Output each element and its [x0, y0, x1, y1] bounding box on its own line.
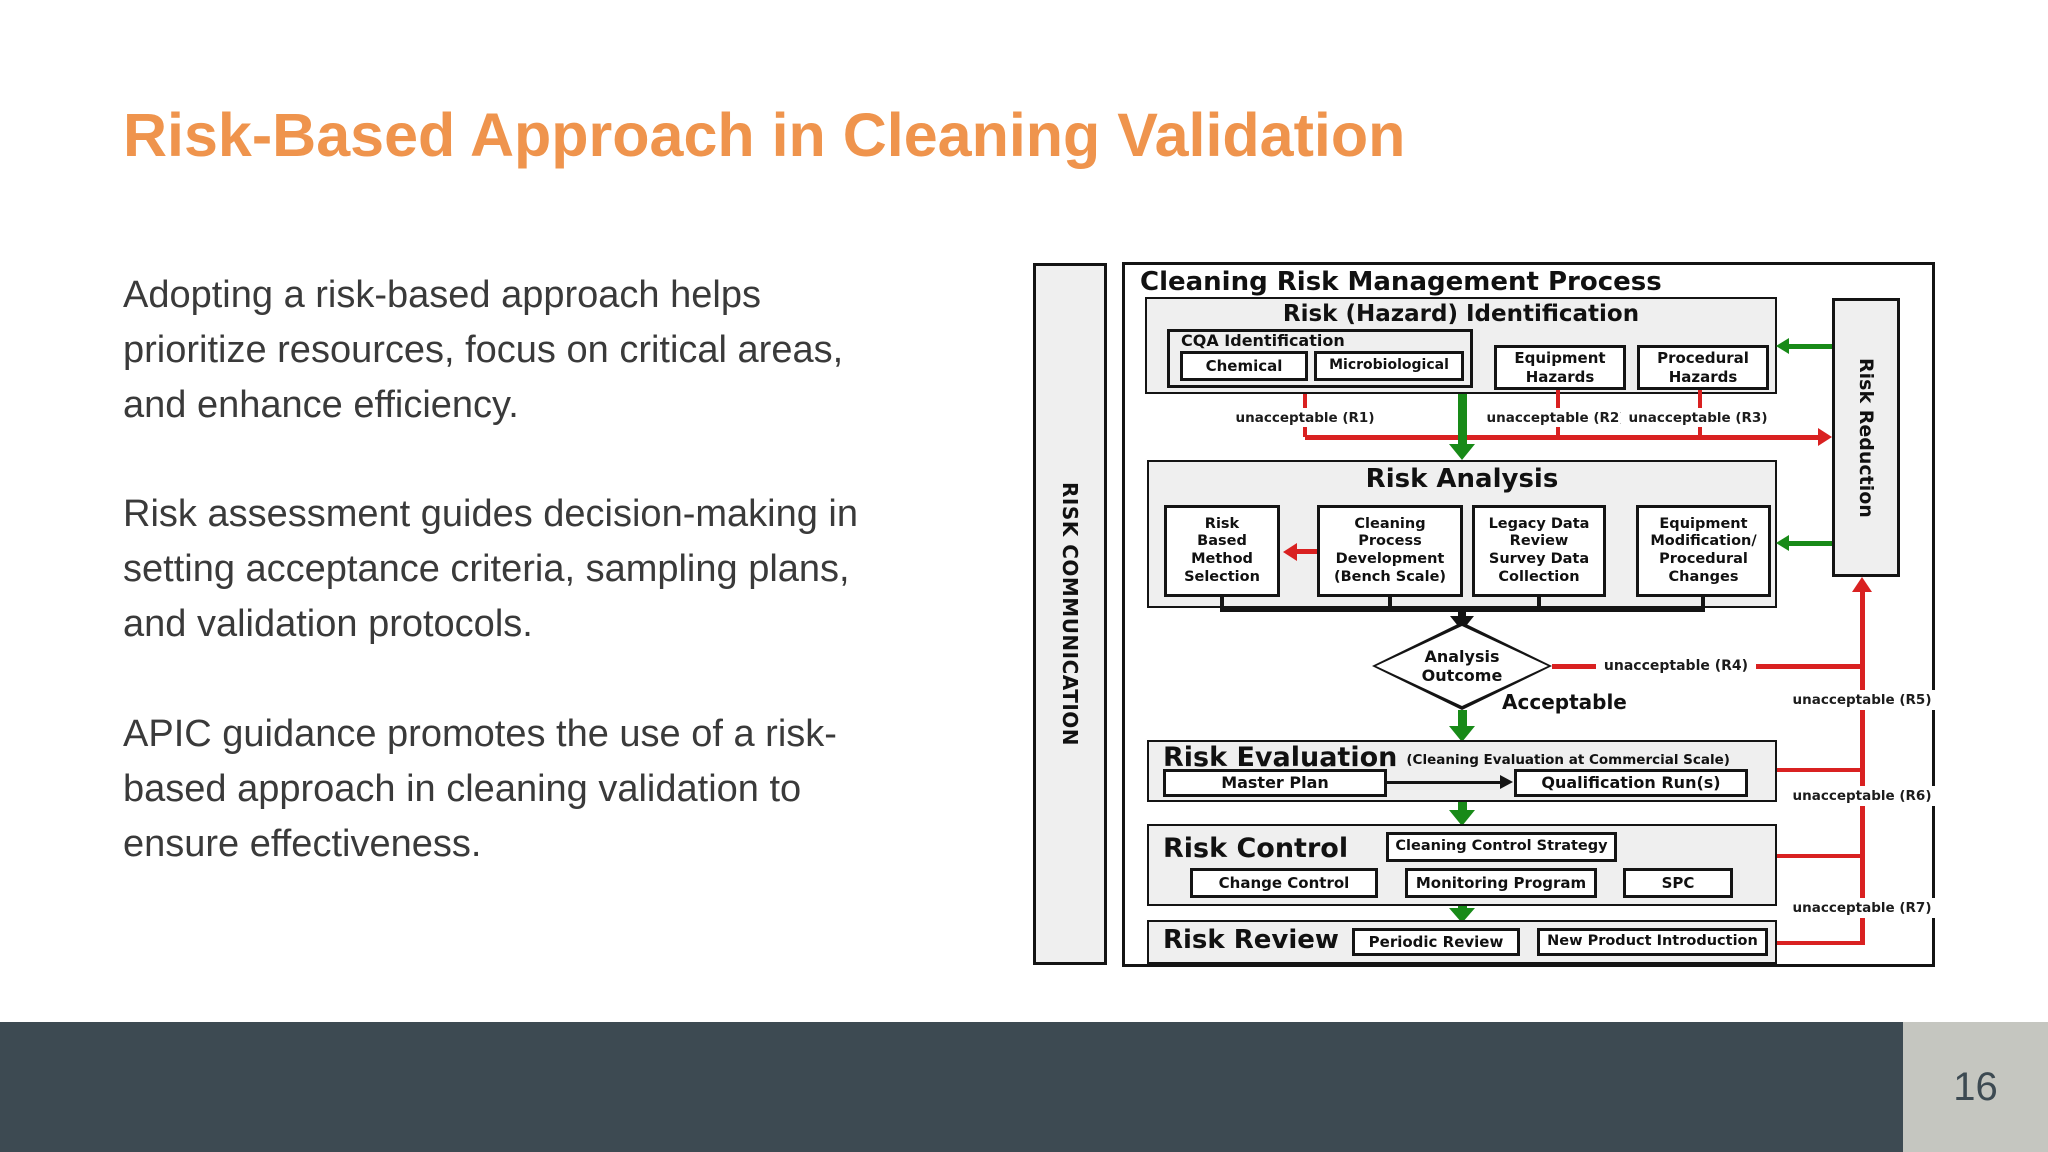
- unacceptable-r5-label: unacceptable (R5): [1782, 690, 1942, 710]
- chemical-box: Chemical: [1180, 351, 1308, 381]
- reduction-to-analysis-arrow-stem: [1789, 541, 1832, 546]
- control-to-review-arrow-icon: [1449, 908, 1475, 923]
- outcome-to-evaluation-arrow-stem: [1458, 710, 1467, 728]
- outcome-to-evaluation-arrow-icon: [1449, 726, 1475, 742]
- page-title: Risk-Based Approach in Cleaning Validati…: [123, 101, 1406, 169]
- cleaning-control-strategy-box: Cleaning Control Strategy: [1386, 832, 1617, 862]
- periodic-review-box: Periodic Review: [1352, 928, 1520, 956]
- process-to-method-arrow-stem: [1297, 549, 1317, 554]
- master-to-qualification-arrow-stem: [1387, 781, 1503, 784]
- hazard-to-analysis-arrow-stem: [1458, 394, 1467, 446]
- qualification-runs-box: Qualification Run(s): [1514, 769, 1748, 797]
- r7-line: [1777, 941, 1864, 945]
- bracket-line-2: [1388, 597, 1392, 612]
- arrow-right-into-risk-reduction-icon: [1818, 428, 1832, 446]
- risk-based-method-box: Risk Based Method Selection: [1164, 505, 1280, 597]
- equipment-modification-box: Equipment Modification/ Procedural Chang…: [1636, 505, 1771, 597]
- hazard-to-analysis-arrow-icon: [1449, 444, 1475, 460]
- new-product-introduction-box: New Product Introduction: [1537, 928, 1768, 956]
- risk-communication-label: RISK COMMUNICATION: [1058, 481, 1082, 747]
- risk-evaluation-title: Risk Evaluation: [1163, 742, 1398, 773]
- unacceptable-r6-label: unacceptable (R6): [1782, 786, 1942, 806]
- r6-line: [1777, 854, 1862, 858]
- bracket-line-3: [1537, 597, 1541, 612]
- paragraph-risk-assessment: Risk assessment guides decision-making i…: [123, 493, 858, 646]
- risk-analysis-title: Risk Analysis: [1365, 464, 1559, 494]
- risk-control-title: Risk Control: [1163, 833, 1349, 864]
- bracket-line-4: [1701, 597, 1705, 612]
- hazard-identification-title: Risk (Hazard) Identification: [1282, 301, 1640, 327]
- analysis-outcome-label: Analysis Outcome: [1421, 646, 1503, 685]
- cqa-identification-label: CQA Identification: [1181, 331, 1345, 350]
- unacceptable-r3-label: unacceptable (R3): [1621, 408, 1775, 427]
- monitoring-program-box: Monitoring Program: [1405, 868, 1597, 898]
- unacceptable-r7-label: unacceptable (R7): [1782, 898, 1942, 918]
- rail-upper-stem: [1860, 590, 1865, 668]
- acceptable-label: Acceptable: [1502, 690, 1627, 714]
- risk-evaluation-heading: Risk Evaluation (Cleaning Evaluation at …: [1163, 742, 1730, 773]
- bracket-center-stem: [1458, 610, 1466, 618]
- reduction-to-hazard-arrow-stem: [1789, 344, 1832, 349]
- process-to-method-arrow-icon: [1283, 543, 1297, 561]
- legacy-data-box: Legacy Data Review Survey Data Collectio…: [1472, 505, 1606, 597]
- cleaning-process-box: Cleaning Process Development (Bench Scal…: [1317, 505, 1463, 597]
- bracket-line-1: [1220, 597, 1224, 612]
- risk-communication-bar: RISK COMMUNICATION: [1033, 263, 1107, 965]
- equipment-hazards-box: Equipment Hazards: [1494, 345, 1626, 390]
- page-number-box: 16: [1903, 1022, 2048, 1152]
- footer-bar: [0, 1022, 2048, 1152]
- risk-reduction-box: Risk Reduction: [1832, 298, 1900, 577]
- reduction-to-analysis-arrow-icon: [1776, 535, 1789, 551]
- change-control-box: Change Control: [1190, 868, 1378, 898]
- risk-reduction-label: Risk Reduction: [1855, 357, 1877, 518]
- spc-box: SPC: [1623, 868, 1733, 898]
- body-text-column: Adopting a risk-based approach helps pri…: [123, 268, 1043, 926]
- risk-evaluation-subtitle: (Cleaning Evaluation at Commercial Scale…: [1406, 752, 1730, 768]
- unacceptable-r4-label: unacceptable (R4): [1596, 655, 1756, 677]
- unacceptable-r1-label: unacceptable (R1): [1228, 408, 1382, 427]
- evaluation-to-control-arrow-stem: [1458, 802, 1467, 812]
- reduction-to-hazard-arrow-icon: [1776, 338, 1789, 354]
- unacceptable-top-line: [1305, 435, 1818, 440]
- procedural-hazards-box: Procedural Hazards: [1637, 345, 1769, 390]
- r5-line: [1777, 768, 1862, 772]
- evaluation-to-control-arrow-icon: [1449, 810, 1475, 826]
- risk-review-title: Risk Review: [1163, 925, 1339, 955]
- diagram-title: Cleaning Risk Management Process: [1140, 267, 1662, 297]
- rail-up-arrow-icon: [1852, 577, 1872, 592]
- master-plan-box: Master Plan: [1163, 769, 1387, 797]
- page-number: 16: [1953, 1064, 1998, 1109]
- master-to-qualification-arrow-icon: [1500, 775, 1513, 789]
- unacceptable-r2-label: unacceptable (R2): [1479, 408, 1633, 427]
- analysis-outcome-diamond: Analysis Outcome: [1372, 622, 1552, 710]
- paragraph-risk-based-benefits: Adopting a risk-based approach helps pri…: [123, 274, 844, 427]
- paragraph-apic-guidance: APIC guidance promotes the use of a risk…: [123, 712, 837, 865]
- microbiological-box: Microbiological: [1314, 351, 1464, 381]
